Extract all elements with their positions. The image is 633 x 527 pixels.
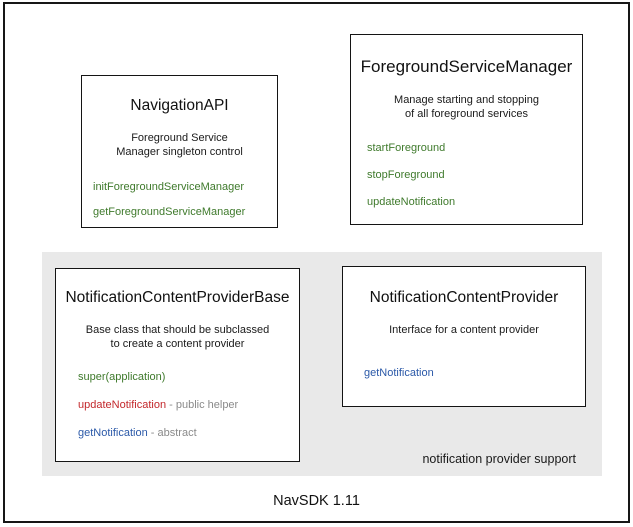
class-title-notification-content-provider-base: NotificationContentProviderBase — [65, 289, 290, 306]
member-list-notification-content-provider-base: super(application) updateNotification - … — [56, 371, 299, 441]
member-name: super(application) — [78, 370, 166, 383]
member-name: stopForeground — [367, 168, 445, 181]
diagram-footer-label: NavSDK 1.11 — [273, 493, 360, 509]
diagram-outer-frame: notification provider support Navigation… — [3, 2, 630, 523]
member-name: getNotification — [364, 367, 434, 380]
member-note: - abstract — [147, 427, 197, 440]
member-row[interactable]: startForeground — [367, 142, 582, 155]
member-name: initForegroundServiceManager — [93, 180, 245, 193]
class-box-navigation-api[interactable]: NavigationAPI Foreground Service Manager… — [81, 75, 278, 228]
member-name: startForeground — [367, 141, 446, 154]
member-row[interactable]: getNotification - abstract — [78, 427, 299, 440]
class-description-navigation-api: Foreground Service Manager singleton con… — [116, 131, 243, 159]
group-caption: notification provider support — [422, 452, 576, 466]
class-description-notification-content-provider-base: Base class that should be subclassed to … — [85, 323, 270, 351]
class-description-notification-content-provider: Interface for a content provider — [389, 323, 539, 336]
class-description-foreground-service-manager: Manage starting and stopping of all fore… — [394, 93, 539, 121]
class-box-notification-content-provider-base[interactable]: NotificationContentProviderBase Base cla… — [55, 268, 300, 462]
member-name: getNotification — [78, 427, 148, 440]
member-row[interactable]: updateNotification — [367, 196, 582, 209]
member-row[interactable]: stopForeground — [367, 169, 582, 182]
class-box-notification-content-provider[interactable]: NotificationContentProvider Interface fo… — [342, 266, 586, 407]
member-note: - public helper — [166, 399, 239, 412]
member-row[interactable]: updateNotification - public helper — [78, 399, 299, 412]
member-row[interactable]: getNotification — [364, 367, 585, 380]
member-name: getForegroundServiceManager — [93, 206, 246, 219]
member-list-navigation-api: initForegroundServiceManager getForegrou… — [82, 181, 277, 219]
member-row[interactable]: super(application) — [78, 371, 299, 384]
member-name: updateNotification — [367, 195, 456, 208]
member-list-foreground-service-manager: startForeground stopForeground updateNot… — [351, 142, 582, 210]
class-title-notification-content-provider: NotificationContentProvider — [369, 289, 559, 306]
member-list-notification-content-provider: getNotification — [343, 367, 585, 380]
class-box-foreground-service-manager[interactable]: ForegroundServiceManager Manage starting… — [350, 34, 583, 225]
class-title-foreground-service-manager: ForegroundServiceManager — [360, 57, 573, 76]
member-row[interactable]: getForegroundServiceManager — [93, 206, 277, 219]
member-row[interactable]: initForegroundServiceManager — [93, 181, 277, 194]
class-title-navigation-api: NavigationAPI — [130, 97, 229, 114]
member-name: updateNotification — [78, 399, 167, 412]
